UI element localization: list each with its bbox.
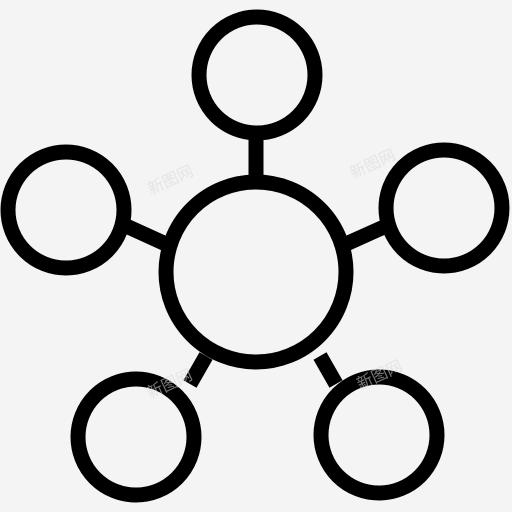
connector-right	[342, 219, 390, 251]
node-left	[0, 144, 132, 276]
center-node	[158, 174, 354, 370]
node-bottom-left	[70, 371, 202, 503]
connector-bottom-right	[313, 352, 343, 388]
node-bottom-right	[313, 369, 445, 501]
watermark-text-1: 新图网	[145, 161, 197, 199]
node-right	[378, 142, 510, 274]
connector-left	[120, 218, 172, 252]
node-top	[191, 9, 323, 141]
connector-bottom-left	[183, 352, 213, 388]
